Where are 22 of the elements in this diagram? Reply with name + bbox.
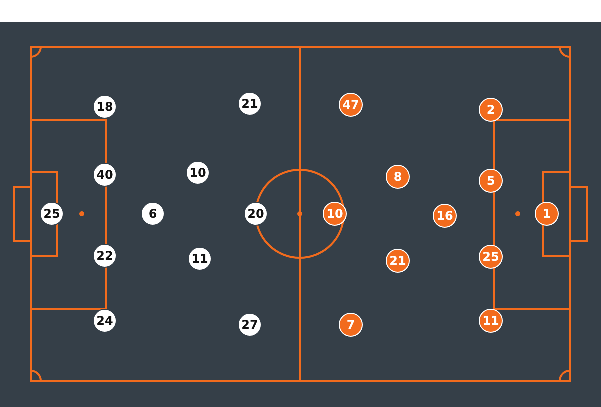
player-marker: 10 <box>186 161 210 185</box>
player-marker: 11 <box>479 309 503 333</box>
player-marker: 47 <box>339 93 363 117</box>
player-marker: 5 <box>479 169 503 193</box>
player-marker: 7 <box>339 313 363 337</box>
player-marker: 2 <box>479 98 503 122</box>
player-marker: 16 <box>433 204 457 228</box>
player-marker: 21 <box>238 92 262 116</box>
player-marker: 22 <box>93 244 117 268</box>
player-marker: 8 <box>386 165 410 189</box>
player-marker: 6 <box>141 202 165 226</box>
player-marker: 25 <box>40 202 64 226</box>
player-marker: 40 <box>93 163 117 187</box>
player-marker: 1 <box>535 202 559 226</box>
player-marker: 20 <box>244 202 268 226</box>
player-marker: 27 <box>238 313 262 337</box>
player-marker: 18 <box>93 95 117 119</box>
player-marker: 10 <box>323 202 347 226</box>
player-marker: 24 <box>93 309 117 333</box>
player-marker: 25 <box>479 245 503 269</box>
player-marker: 21 <box>386 249 410 273</box>
player-marker: 11 <box>188 247 212 271</box>
